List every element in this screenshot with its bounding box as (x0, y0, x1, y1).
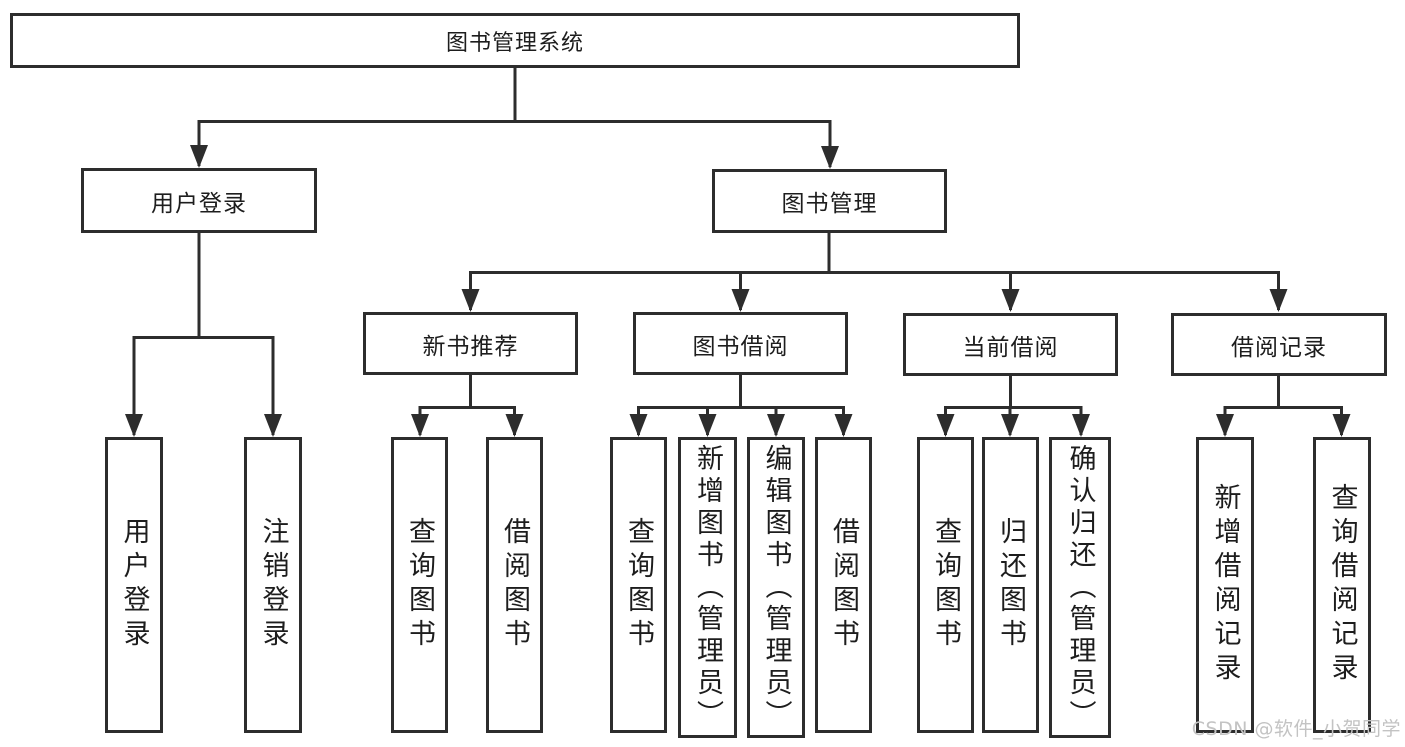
leaf-user-login: 用户登录 (105, 437, 163, 733)
node-label: 注销登录 (257, 517, 289, 653)
leaf-confirm-return-admin: 确认归还（管理员） (1049, 437, 1111, 738)
node-new-book-recommendation: 新书推荐 (363, 312, 578, 375)
node-label: 图书管理 (781, 191, 878, 217)
node-current-borrowing: 当前借阅 (903, 313, 1118, 376)
node-label: 查询图书 (404, 517, 435, 653)
arrowheads (125, 145, 1351, 437)
leaf-query-books-current: 查询图书 (917, 437, 974, 733)
node-label: 借阅图书 (499, 517, 530, 653)
node-label: 新增图书（管理员） (692, 443, 723, 732)
node-label: 新书推荐 (422, 333, 519, 360)
node-library-management-system: 图书管理系统 (10, 13, 1020, 68)
leaf-logout: 注销登录 (244, 437, 302, 733)
csdn-watermark: CSDN @软件_小贺同学 (1191, 718, 1401, 740)
node-label: 确认归还（管理员） (1064, 443, 1096, 732)
node-label: 图书管理系统 (445, 30, 584, 56)
node-book-borrowing: 图书借阅 (633, 312, 848, 375)
leaf-add-books-admin: 新增图书（管理员） (678, 437, 737, 738)
node-label: 归还图书 (995, 517, 1026, 653)
node-label: 当前借阅 (962, 334, 1059, 361)
node-label: 借阅图书 (828, 517, 859, 653)
node-borrowing-records: 借阅记录 (1171, 313, 1387, 376)
leaf-query-borrow-record: 查询借阅记录 (1313, 437, 1371, 733)
node-label: 用户登录 (151, 190, 247, 217)
node-label: 查询图书 (623, 517, 654, 653)
node-label: 查询图书 (930, 517, 961, 653)
node-label: 用户登录 (118, 517, 150, 653)
leaf-borrow-books-borrowing: 借阅图书 (815, 437, 872, 733)
leaf-query-books-recommend: 查询图书 (391, 437, 448, 733)
leaf-borrow-books-recommend: 借阅图书 (486, 437, 543, 733)
node-label: 编辑图书（管理员） (760, 443, 792, 732)
leaf-add-borrow-record: 新增借阅记录 (1196, 437, 1254, 733)
node-label: 借阅记录 (1231, 334, 1327, 361)
node-label: 查询借阅记录 (1326, 483, 1358, 687)
node-label: 图书借阅 (692, 333, 789, 360)
node-user-login: 用户登录 (81, 168, 317, 233)
leaf-query-books-borrowing: 查询图书 (610, 437, 667, 733)
node-book-management: 图书管理 (712, 169, 947, 233)
leaf-return-books: 归还图书 (982, 437, 1039, 733)
leaf-edit-books-admin: 编辑图书（管理员） (747, 437, 805, 738)
node-label: 新增借阅记录 (1209, 483, 1241, 687)
